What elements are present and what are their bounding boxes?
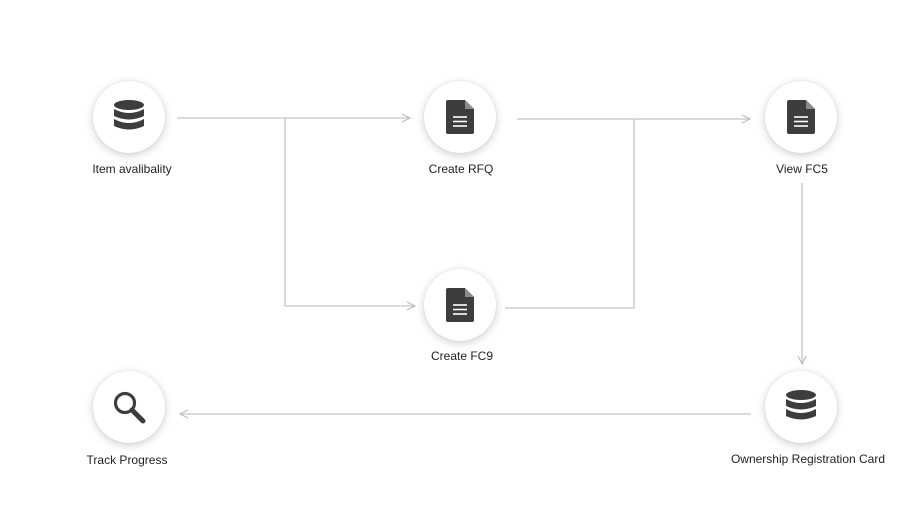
node-item-availability[interactable]: [93, 81, 165, 153]
search-icon: [113, 391, 146, 424]
node-track-progress[interactable]: [93, 371, 165, 443]
node-create-rfq[interactable]: [424, 81, 496, 153]
database-icon: [114, 100, 144, 130]
connector-fc9-to-junction: [505, 119, 635, 309]
document-icon: [787, 100, 815, 134]
document-icon: [446, 100, 474, 134]
label-create-fc9: Create FC9: [430, 349, 494, 363]
label-view-fc5: View FC5: [776, 162, 828, 176]
document-icon: [446, 288, 474, 322]
node-ownership-registration-card[interactable]: [765, 371, 837, 443]
label-track-progress: Track Progress: [86, 453, 168, 467]
node-view-fc5[interactable]: [765, 81, 837, 153]
label-create-rfq: Create RFQ: [428, 162, 494, 176]
node-create-fc9[interactable]: [424, 269, 496, 341]
connector-branch-to-fc9: [284, 118, 415, 306]
label-ownership-registration-card: Ownership Registration Card: [730, 452, 886, 466]
label-item-availability: Item avalibality: [92, 162, 172, 176]
database-icon: [786, 390, 816, 420]
